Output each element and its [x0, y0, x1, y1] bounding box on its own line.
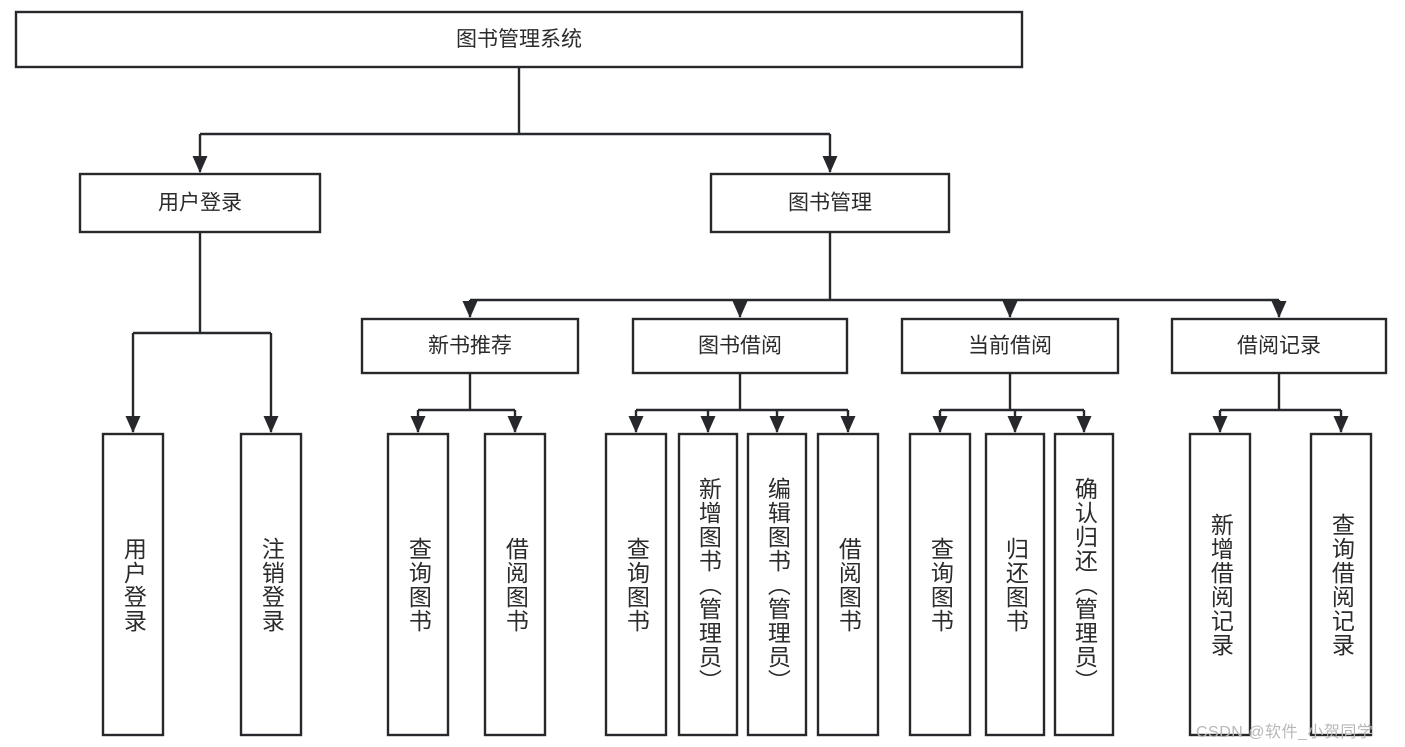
node-label-new-book-recommend: 新书推荐 — [428, 335, 512, 358]
node-box-leaf-query-borrow-record[interactable] — [1309, 432, 1373, 737]
node-box-leaf-return-book[interactable] — [984, 432, 1046, 737]
node-box-leaf-borrow-book-1[interactable] — [483, 432, 547, 737]
node-box-book-borrow[interactable] — [631, 317, 849, 375]
node-box-user-login[interactable] — [78, 172, 322, 234]
node-label-user-login: 用户登录 — [158, 192, 242, 215]
arrow-head-icon — [1333, 416, 1349, 433]
node-label-book-management: 图书管理 — [788, 192, 872, 215]
node-box-leaf-add-book[interactable] — [677, 432, 739, 737]
arrow-head-icon — [769, 416, 785, 433]
arrow-head-icon — [1076, 416, 1092, 433]
node-box-leaf-logout[interactable] — [239, 432, 303, 737]
node-box-new-book-recommend[interactable] — [360, 317, 580, 375]
node-box-leaf-edit-book[interactable] — [746, 432, 808, 737]
arrow-head-icon — [263, 416, 279, 433]
arrow-head-icon — [932, 416, 948, 433]
node-box-leaf-query-book-3[interactable] — [908, 432, 972, 737]
arrow-head-icon — [822, 156, 838, 173]
node-box-layer — [14, 10, 1388, 737]
arrow-head-icon — [507, 416, 523, 433]
node-box-current-borrow[interactable] — [900, 317, 1120, 375]
arrow-head-icon — [628, 416, 644, 433]
arrow-head-icon — [125, 416, 141, 433]
csdn-watermark: CSDN @软件_小贺同学 — [1196, 724, 1374, 741]
node-label-borrow-record: 借阅记录 — [1237, 335, 1321, 358]
node-label-current-borrow: 当前借阅 — [968, 335, 1052, 358]
arrow-head-icon — [1212, 416, 1228, 433]
arrow-head-icon — [840, 416, 856, 433]
node-label-book-borrow: 图书借阅 — [698, 335, 782, 358]
node-box-leaf-confirm-return[interactable] — [1053, 432, 1115, 737]
arrow-head-icon — [192, 156, 208, 173]
node-box-leaf-query-book-1[interactable] — [386, 432, 450, 737]
node-box-leaf-borrow-book-2[interactable] — [816, 432, 880, 737]
arrow-head-icon — [410, 416, 426, 433]
node-box-book-management[interactable] — [709, 172, 951, 234]
node-box-leaf-user-login[interactable] — [101, 432, 165, 737]
arrow-head-icon — [1271, 301, 1287, 318]
arrow-head-icon — [732, 301, 748, 318]
arrow-head-icon — [1007, 416, 1023, 433]
connector-layer — [125, 67, 1349, 433]
node-box-leaf-query-book-2[interactable] — [604, 432, 668, 737]
arrow-head-icon — [462, 301, 478, 318]
node-box-root[interactable] — [14, 10, 1024, 69]
arrow-head-icon — [700, 416, 716, 433]
node-box-borrow-record[interactable] — [1170, 317, 1388, 375]
node-box-leaf-add-borrow-record[interactable] — [1188, 432, 1252, 737]
node-label-root: 图书管理系统 — [456, 28, 582, 51]
arrow-head-icon — [1002, 301, 1018, 318]
